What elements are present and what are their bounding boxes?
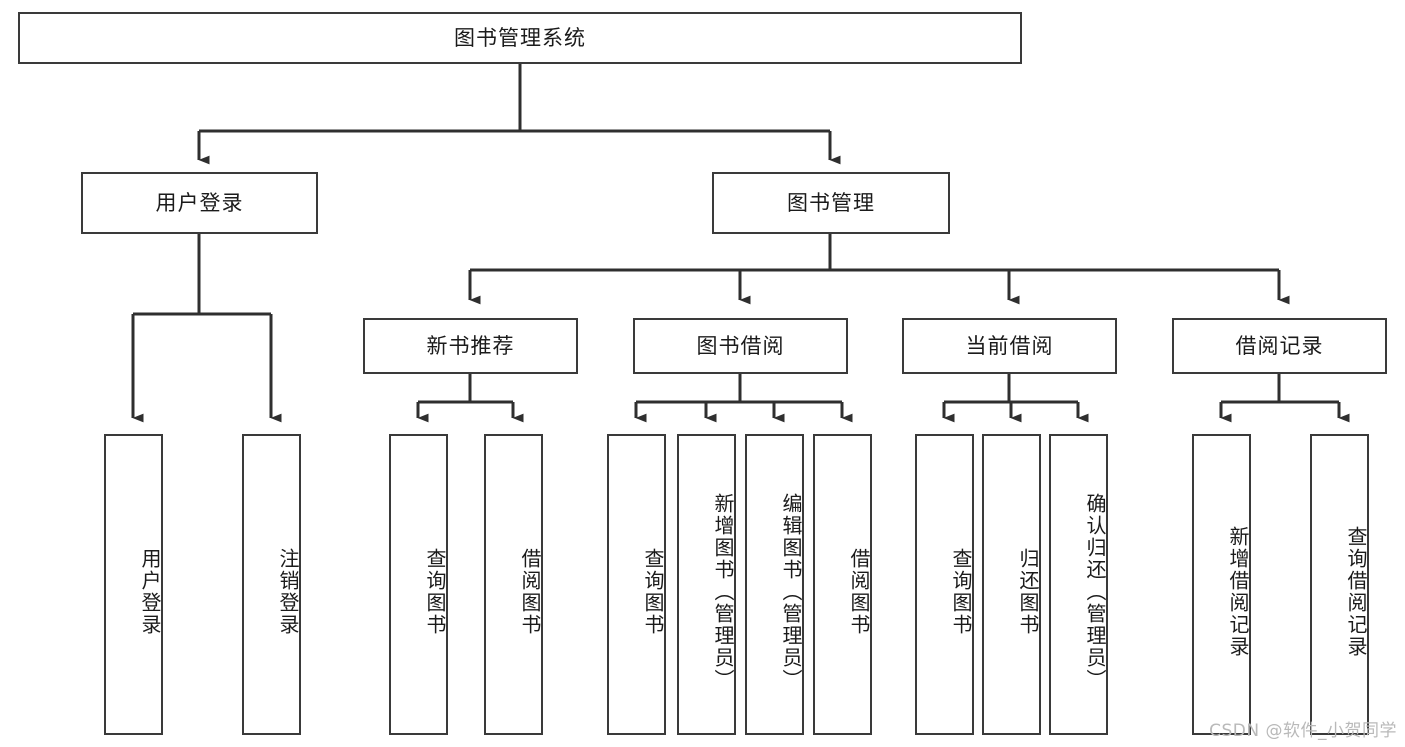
node-leaf-query-record-label: 查询借阅记录 [1344,525,1368,658]
node-new-book-recommend[interactable]: 新书推荐 [363,318,578,374]
node-leaf-query-book-2[interactable]: 查询图书 [607,434,666,735]
node-leaf-user-login-label: 用户登录 [138,547,162,636]
node-user-login[interactable]: 用户登录 [81,172,318,234]
node-leaf-borrow-book-2[interactable]: 借阅图书 [813,434,872,735]
node-book-borrow[interactable]: 图书借阅 [633,318,848,374]
node-leaf-user-logout[interactable]: 注销登录 [242,434,301,735]
node-current-borrow[interactable]: 当前借阅 [902,318,1117,374]
node-leaf-confirm-return[interactable]: 确认归还（管理员） [1049,434,1108,735]
node-borrow-record[interactable]: 借阅记录 [1172,318,1387,374]
node-book-manage-label: 图书管理 [787,190,875,215]
node-root-label: 图书管理系统 [454,25,586,50]
node-leaf-query-book-1-label: 查询图书 [423,547,447,636]
watermark: CSDN @软件_小贺同学 [1209,721,1397,741]
node-leaf-confirm-return-label: 确认归还（管理员） [1083,492,1107,691]
node-leaf-query-book-2-label: 查询图书 [641,547,665,636]
node-new-book-recommend-label: 新书推荐 [426,333,515,358]
node-root[interactable]: 图书管理系统 [18,12,1022,64]
node-leaf-user-logout-label: 注销登录 [276,547,300,636]
node-current-borrow-label: 当前借阅 [965,333,1054,358]
node-leaf-borrow-book-1[interactable]: 借阅图书 [484,434,543,735]
node-leaf-add-book-label: 新增图书（管理员） [711,492,735,691]
node-book-manage[interactable]: 图书管理 [712,172,950,234]
node-leaf-borrow-book-1-label: 借阅图书 [518,547,542,636]
node-leaf-borrow-book-2-label: 借阅图书 [847,547,871,636]
node-leaf-return-book-label: 归还图书 [1016,547,1040,636]
node-leaf-query-record[interactable]: 查询借阅记录 [1310,434,1369,735]
node-leaf-add-record[interactable]: 新增借阅记录 [1192,434,1251,735]
node-leaf-edit-book[interactable]: 编辑图书（管理员） [745,434,804,735]
node-leaf-query-book-3[interactable]: 查询图书 [915,434,974,735]
node-leaf-user-login[interactable]: 用户登录 [104,434,163,735]
node-leaf-query-book-1[interactable]: 查询图书 [389,434,448,735]
node-book-borrow-label: 图书借阅 [696,333,785,358]
node-borrow-record-label: 借阅记录 [1235,333,1324,358]
node-leaf-add-book[interactable]: 新增图书（管理员） [677,434,736,735]
node-leaf-query-book-3-label: 查询图书 [949,547,973,636]
node-user-login-label: 用户登录 [155,190,244,215]
node-leaf-return-book[interactable]: 归还图书 [982,434,1041,735]
node-leaf-edit-book-label: 编辑图书（管理员） [779,492,803,691]
node-leaf-add-record-label: 新增借阅记录 [1226,525,1250,658]
